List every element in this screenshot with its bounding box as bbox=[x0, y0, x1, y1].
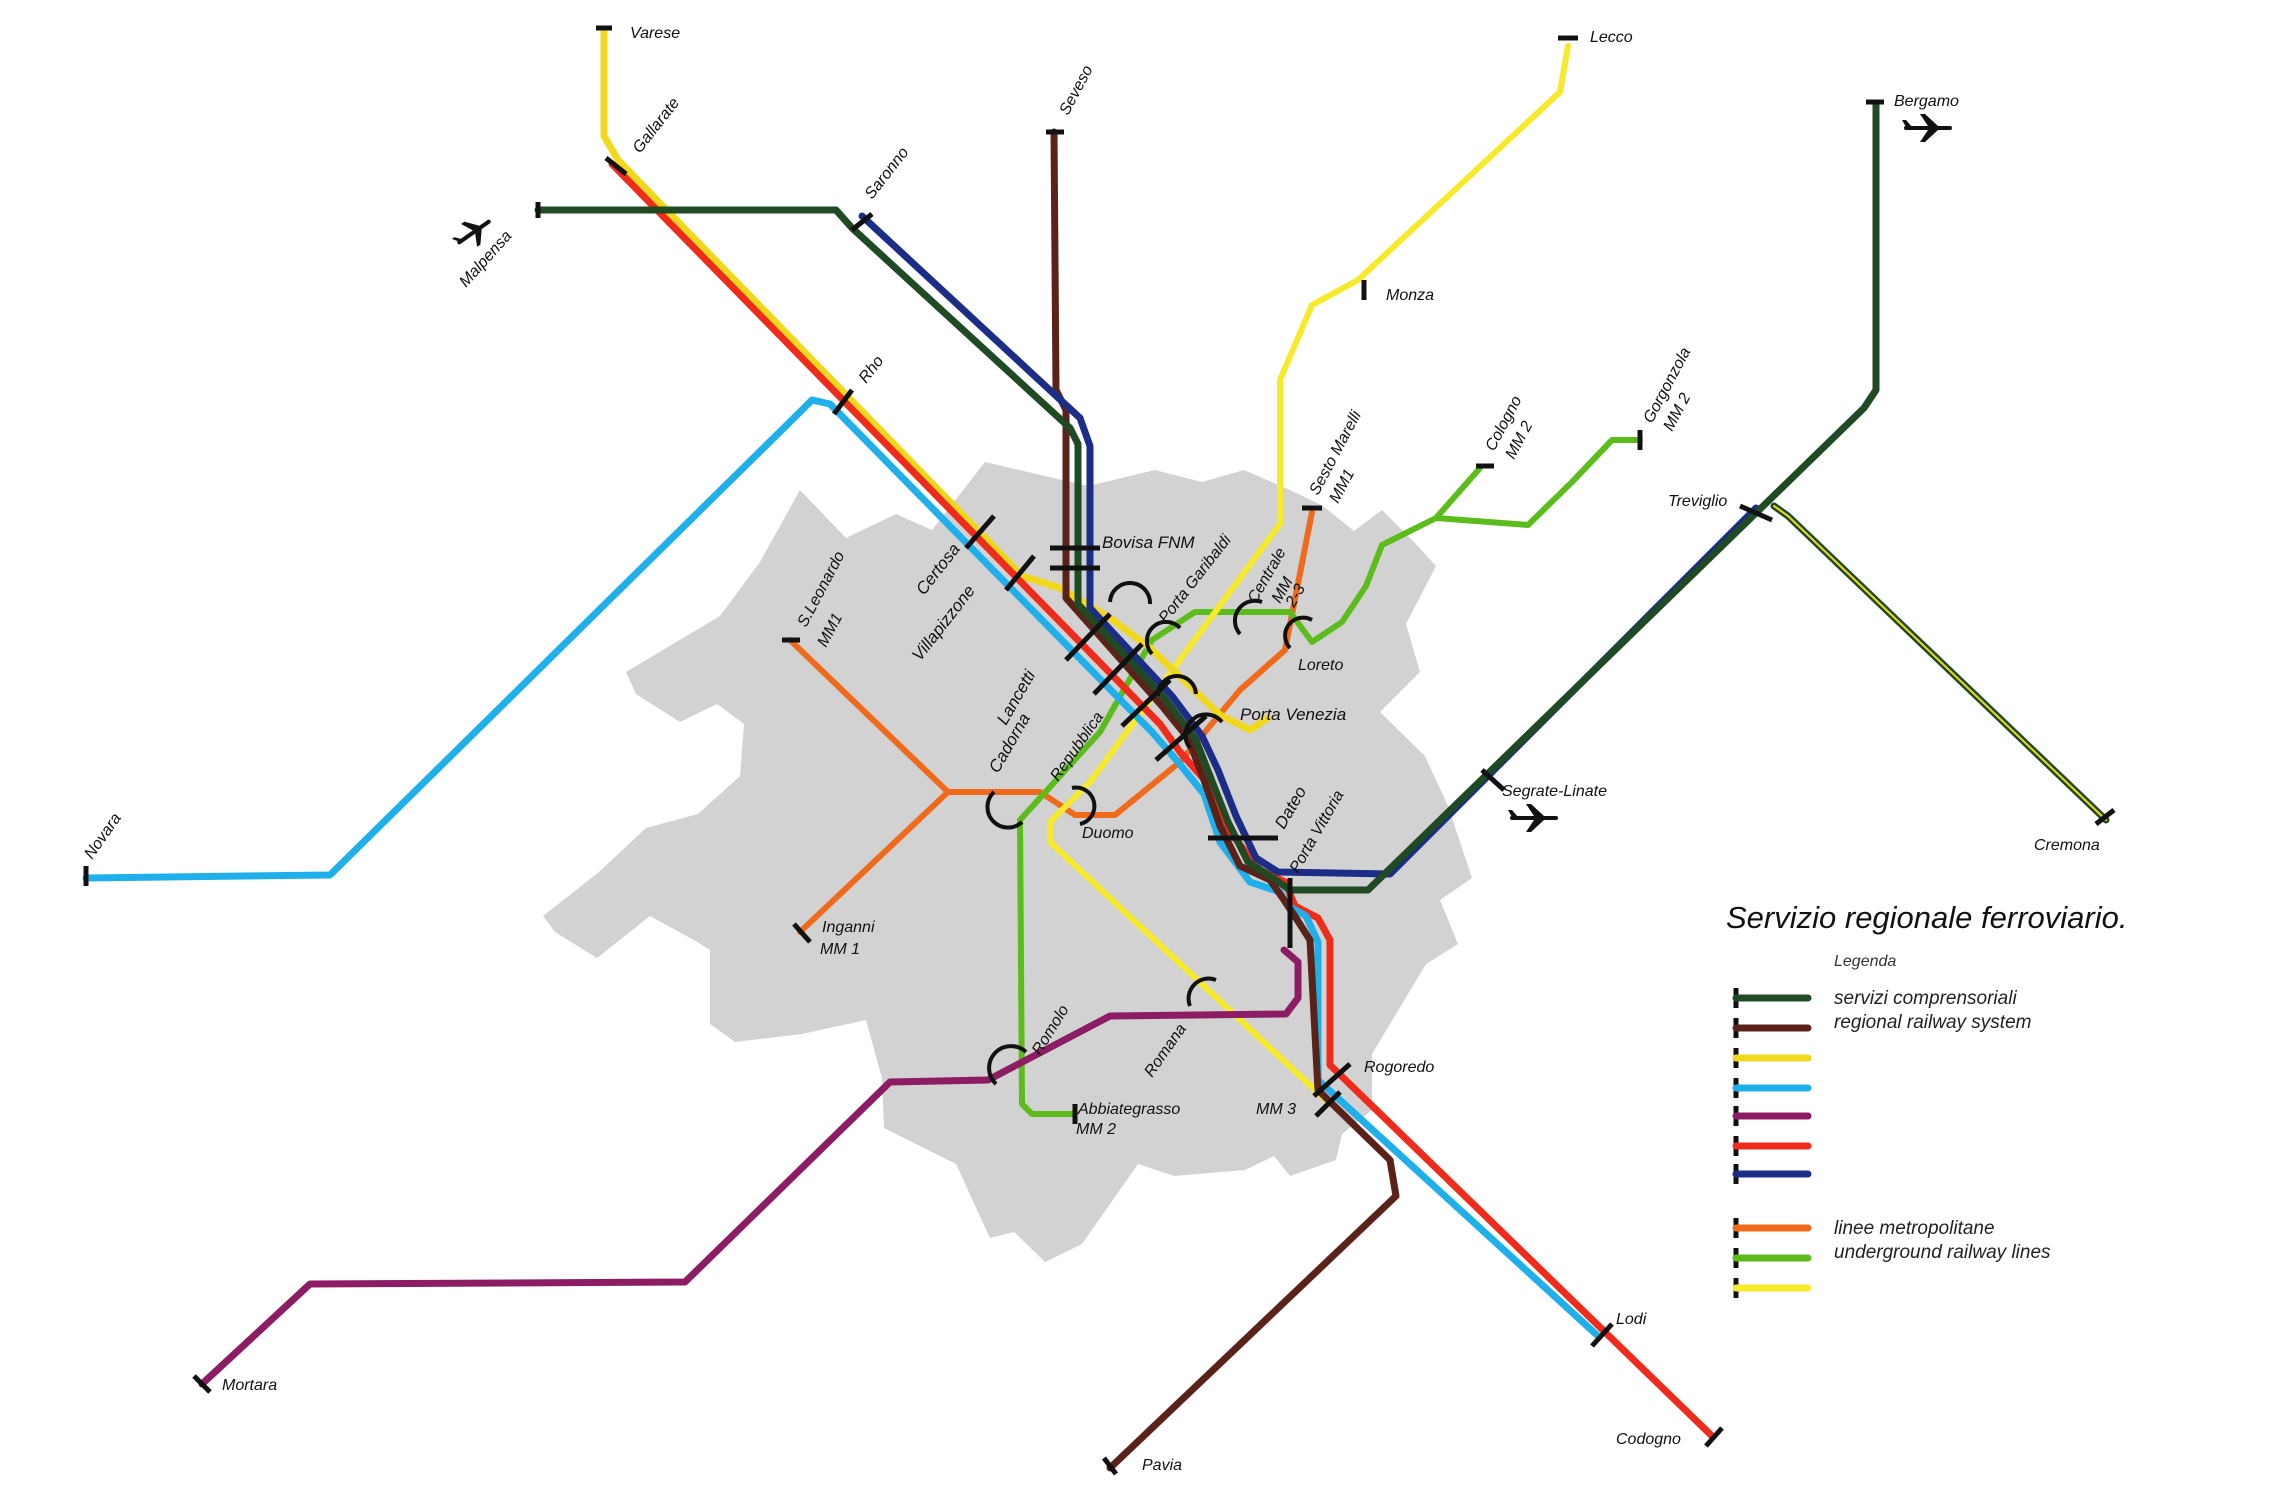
label-bergamo: Bergamo bbox=[1894, 93, 1959, 110]
airplane-icon bbox=[451, 219, 491, 247]
regional-dark-green bbox=[534, 100, 1880, 894]
label-monza: Monza bbox=[1386, 287, 1434, 304]
xfer-duomo bbox=[1071, 785, 1097, 826]
label-loreto: Loreto bbox=[1298, 657, 1343, 674]
label-codogno: Codogno bbox=[1616, 1431, 1681, 1448]
legend-regional-it: servizi comprensoriali bbox=[1834, 988, 2017, 1009]
tick-pavia bbox=[1102, 1456, 1118, 1476]
metro-mm1-orange bbox=[787, 509, 1315, 818]
label-mm3: MM 3 bbox=[1256, 1101, 1296, 1118]
label-saronno: Saronno bbox=[862, 144, 913, 202]
regional-purple bbox=[198, 946, 1302, 1388]
label-mortara: Mortara bbox=[222, 1377, 277, 1394]
legend-metro-it: linee metropolitane bbox=[1834, 1218, 1995, 1239]
station-ticks bbox=[83, 25, 2116, 1476]
legend: Servizio regionale ferroviario. Legenda bbox=[1726, 900, 2127, 1298]
label-abbiategrasso-2: MM 2 bbox=[1076, 1121, 1116, 1138]
label-novara: Novara bbox=[81, 810, 125, 862]
tick-lodi bbox=[1590, 1322, 1614, 1348]
tick-garibaldi-2 bbox=[1092, 642, 1144, 696]
metro-mm2-green-cologno bbox=[1433, 465, 1483, 521]
legend-swatches bbox=[1732, 988, 1812, 1298]
xfer-porta-garibaldi bbox=[1108, 580, 1153, 605]
label-gallarate: Gallarate bbox=[630, 95, 683, 157]
xfer-romana bbox=[1186, 976, 1217, 1007]
airplane-icon-linate bbox=[1508, 804, 1558, 832]
legend-subtitle: Legenda bbox=[1834, 953, 1896, 970]
label-lodi: Lodi bbox=[1616, 1311, 1647, 1328]
label-inganni-1: Inganni bbox=[822, 919, 875, 936]
regional-brown bbox=[1050, 128, 1400, 1472]
airplane-icon-bergamo bbox=[1902, 114, 1952, 142]
tick-rogoredo bbox=[1312, 1062, 1352, 1098]
label-segrate: Segrate-Linate bbox=[1502, 783, 1607, 800]
legend-regional-en: regional railway system bbox=[1834, 1012, 2031, 1033]
label-duomo: Duomo bbox=[1082, 825, 1134, 842]
tick-repubblica bbox=[1120, 678, 1172, 728]
tick-gallarate bbox=[604, 156, 628, 176]
label-seveso: Seveso bbox=[1057, 63, 1097, 118]
label-inganni-2: MM 1 bbox=[820, 941, 860, 958]
xfer-cadorna bbox=[985, 790, 1024, 830]
tick-segrate bbox=[1480, 768, 1506, 792]
tick-mortara bbox=[192, 1374, 212, 1394]
xfer-loreto bbox=[1283, 615, 1313, 650]
xfer-centrale bbox=[1232, 598, 1263, 636]
tick-lancetti bbox=[1064, 612, 1112, 662]
tick-pvenezia bbox=[1154, 714, 1208, 762]
legend-metro-en: underground railway lines bbox=[1834, 1242, 2051, 1263]
legend-title: Servizio regionale ferroviario. bbox=[1726, 900, 2127, 935]
rail-lines bbox=[82, 26, 2110, 1472]
label-pavia: Pavia bbox=[1142, 1457, 1182, 1474]
regional-navy bbox=[858, 212, 1760, 878]
regional-yellow-varese bbox=[600, 26, 1272, 734]
xfer-porta-garibaldi-2 bbox=[1144, 619, 1182, 656]
tick-certosa bbox=[964, 514, 996, 550]
label-rho: Rho bbox=[856, 353, 888, 387]
regional-yellow-cremona-inner bbox=[1773, 505, 2107, 821]
tick-mm3 bbox=[1314, 1090, 1342, 1118]
tick-treviglio bbox=[1738, 503, 1774, 523]
metro-mm3-yellow bbox=[1047, 43, 1571, 1107]
metro-mm1-orange-branch bbox=[797, 789, 951, 935]
tick-inganni bbox=[792, 922, 812, 944]
label-bovisa: Bovisa FNM bbox=[1102, 533, 1195, 552]
label-rogoredo: Rogoredo bbox=[1364, 1059, 1434, 1076]
label-abbiategrasso-1: Abbiategrasso bbox=[1077, 1101, 1180, 1118]
regional-cyan bbox=[82, 396, 1602, 1340]
xfer-romolo bbox=[987, 1044, 1028, 1086]
tick-villapizzone bbox=[1004, 554, 1036, 592]
milan-city-area bbox=[543, 462, 1472, 1262]
label-lecco: Lecco bbox=[1590, 29, 1633, 46]
label-cremona: Cremona bbox=[2034, 837, 2100, 854]
tick-rho bbox=[832, 388, 854, 416]
label-treviglio: Treviglio bbox=[1668, 493, 1727, 510]
tick-codogno bbox=[1704, 1426, 1724, 1448]
transfer-markers bbox=[985, 580, 1313, 1086]
metro-mm2-green bbox=[1017, 437, 1643, 1117]
tick-cremona bbox=[2094, 808, 2116, 826]
xfer-porta-venezia bbox=[1183, 712, 1224, 750]
tick-saronno bbox=[850, 212, 874, 232]
label-varese: Varese bbox=[630, 25, 680, 42]
label-porta-venezia: Porta Venezia bbox=[1240, 705, 1346, 724]
